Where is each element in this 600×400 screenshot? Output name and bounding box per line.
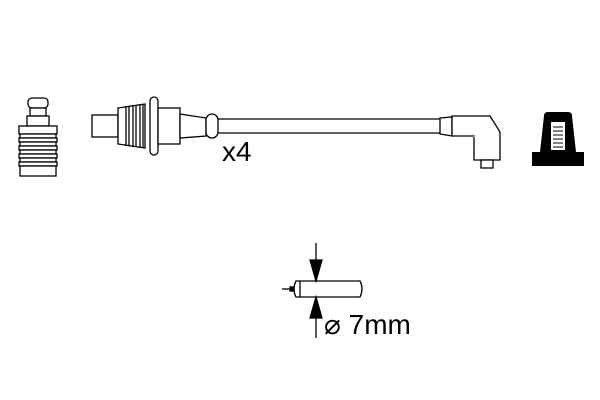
straight-boot	[91, 96, 219, 156]
spark-plug-end-connector	[18, 97, 58, 177]
angled-boot	[439, 115, 501, 169]
diameter-value: 7mm	[348, 309, 411, 340]
diameter-label: ⌀ 7mm	[324, 308, 411, 341]
diameter-symbol: ⌀	[324, 309, 341, 340]
cable-cross-section	[282, 243, 363, 338]
cable	[218, 118, 440, 134]
quantity-label: x4	[222, 136, 252, 167]
distributor-connector	[532, 112, 584, 166]
